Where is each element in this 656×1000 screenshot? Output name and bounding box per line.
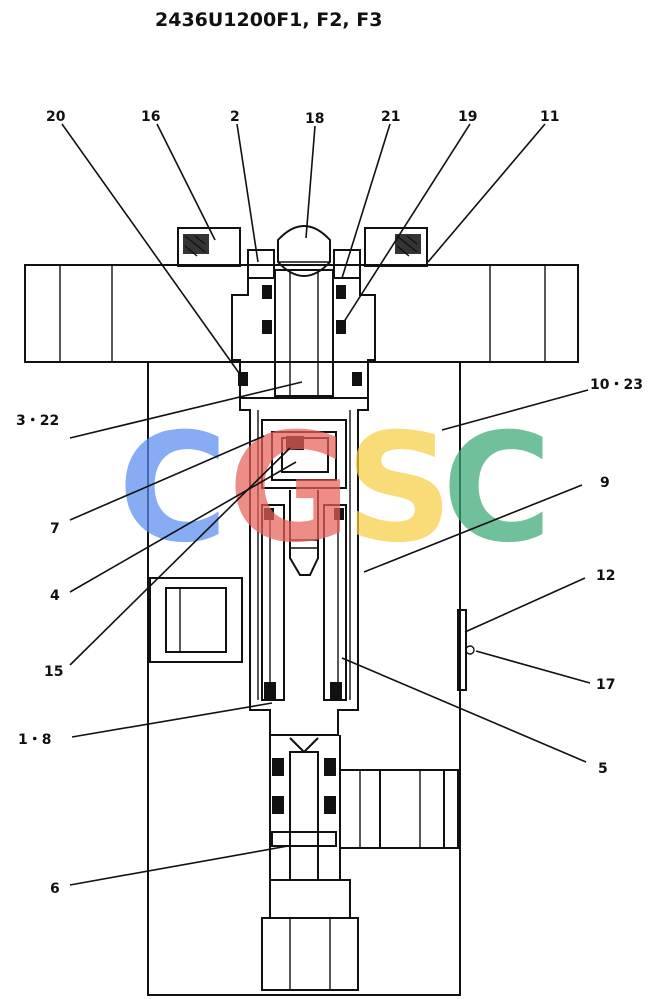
callout-21: 21 — [381, 109, 400, 125]
name-plate — [457, 609, 475, 691]
bottom-plug — [261, 879, 359, 991]
inner-bore — [239, 398, 369, 736]
callout-12: 12 — [596, 568, 615, 584]
callout-16: 16 — [141, 109, 160, 125]
leader-lines — [61, 123, 591, 886]
watermark-letter-c1: C — [118, 402, 228, 576]
top-right-bolt — [364, 227, 428, 267]
valve-stem — [274, 269, 334, 397]
callout-2: 2 — [230, 109, 240, 125]
callout-11: 11 — [540, 109, 559, 125]
callout-18: 18 — [305, 111, 324, 127]
stem-knob — [277, 225, 331, 277]
poppet — [289, 490, 319, 576]
watermark-letter-s: S — [345, 402, 453, 576]
callout-6: 6 — [50, 881, 60, 897]
callout-7: 7 — [50, 521, 60, 537]
right-side-plug — [339, 769, 459, 849]
watermark-letter-c2: C — [442, 402, 552, 576]
callout-10-23: 10・23 — [590, 377, 643, 393]
valve-body — [24, 264, 579, 996]
spring-sleeve — [261, 504, 347, 701]
callout-3-22: 3・22 — [16, 413, 59, 429]
callout-15: 15 — [44, 664, 63, 680]
stem-housing — [231, 249, 376, 399]
watermark-letter-g: G — [228, 402, 351, 576]
top-left-bolt — [177, 227, 241, 267]
callout-17: 17 — [596, 677, 615, 693]
callout-9: 9 — [600, 475, 610, 491]
part-number-title: 2436U1200F1, F2, F3 — [155, 9, 382, 31]
callout-labels: 20 16 2 18 21 19 11 10・23 3・22 7 9 4 12 … — [16, 109, 643, 897]
callout-4: 4 — [50, 588, 60, 604]
lower-spool — [269, 735, 341, 881]
watermark: C G S C — [118, 402, 552, 576]
seat-block — [261, 419, 347, 489]
callout-5: 5 — [598, 761, 608, 777]
left-side-plug — [149, 577, 243, 663]
callout-20: 20 — [46, 109, 66, 125]
callout-1-8: 1・8 — [18, 732, 51, 748]
callout-19: 19 — [458, 109, 477, 125]
